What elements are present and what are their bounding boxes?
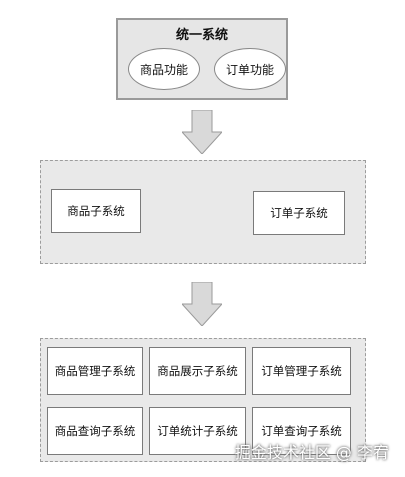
- product-function-node: 商品功能: [128, 48, 200, 90]
- order-management-subsystem-box: 订单管理子系统: [252, 347, 351, 395]
- down-arrow-icon: [182, 110, 222, 154]
- order-statistics-subsystem-box: 订单统计子系统: [149, 407, 246, 455]
- down-arrow-icon: [182, 282, 222, 326]
- order-function-node: 订单功能: [214, 48, 286, 90]
- order-subsystem-box: 订单子系统: [253, 191, 345, 235]
- product-management-subsystem-box: 商品管理子系统: [47, 347, 143, 395]
- unified-system-panel: 统一系统 商品功能 订单功能: [116, 18, 288, 100]
- watermark-text: 掘金技术社区 @ 李宥: [234, 443, 389, 462]
- product-subsystem-box: 商品子系统: [51, 189, 141, 233]
- order-query-subsystem-box: 订单查询子系统: [252, 407, 351, 455]
- fine-grained-subsystems-panel: 商品管理子系统 商品展示子系统 订单管理子系统 商品查询子系统 订单统计子系统 …: [40, 338, 366, 462]
- product-query-subsystem-box: 商品查询子系统: [47, 407, 143, 455]
- product-display-subsystem-box: 商品展示子系统: [149, 347, 246, 395]
- split-subsystems-panel: 商品子系统 订单子系统: [40, 160, 366, 264]
- unified-system-title: 统一系统: [175, 28, 228, 43]
